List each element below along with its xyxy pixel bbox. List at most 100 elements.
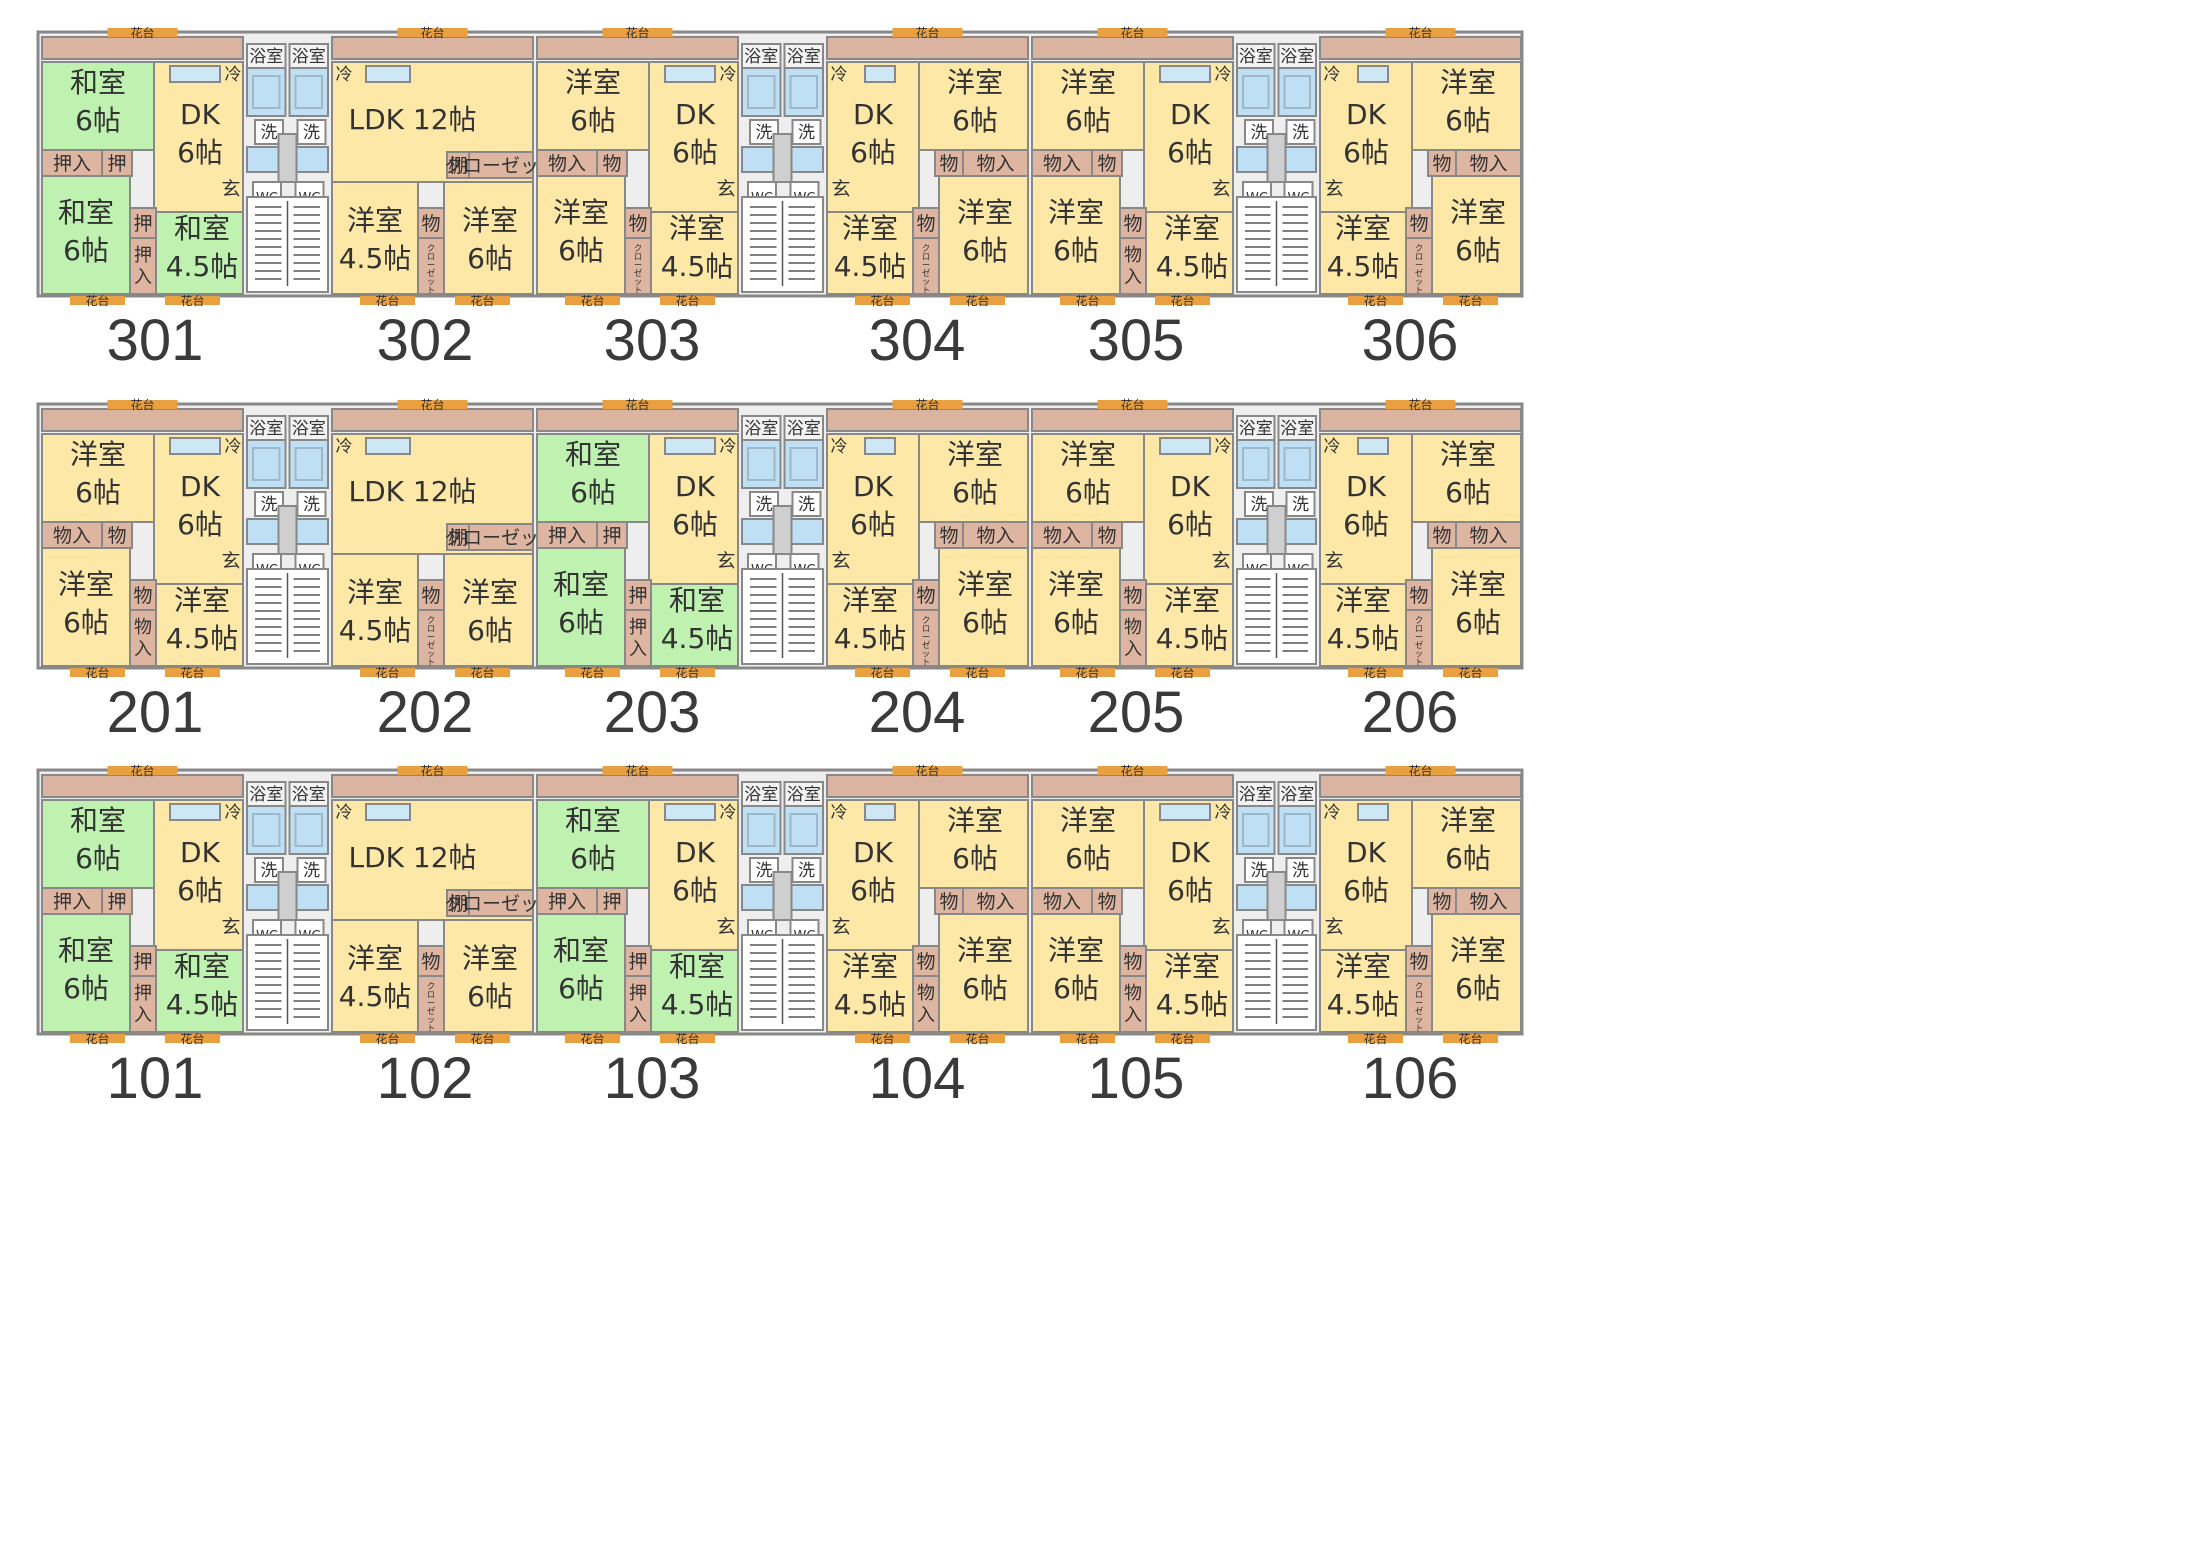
unit-206-room-1-size: 6帖 [1445, 476, 1491, 509]
unit-206-flower-top [1385, 400, 1456, 409]
unit-301-room-2-type: 和室 [58, 196, 114, 229]
unit-305[interactable]: 花台花台花台洋室6帖物入物DK6帖冷玄洋室6帖物物入洋室4.5帖 [1031, 25, 1234, 308]
unit-304-storage-2-label: 物入 [976, 153, 1014, 175]
core-2-right-wash-label: 洗 [798, 123, 815, 143]
unit-106[interactable]: 花台花台花台DK6帖冷玄洋室6帖物物入洋室4.5帖物クローゼット洋室6帖 [1319, 763, 1522, 1046]
unit-206-room-3-size: 6帖 [1455, 606, 1501, 639]
unit-106-flower-top-label: 花台 [1408, 763, 1432, 778]
unit-101-room-2-size: 6帖 [63, 972, 109, 1005]
unit-303-dk [648, 61, 739, 213]
unit-303-storage-4-label: クローゼット [634, 243, 642, 295]
unit-306[interactable]: 花台花台花台DK6帖冷玄洋室6帖物物入洋室4.5帖物クローゼット洋室6帖 [1319, 25, 1522, 308]
unit-103-storage-2-label: 押 [602, 891, 621, 913]
unit-106-storage-4 [1405, 975, 1433, 1033]
unit-204[interactable]: 花台花台花台DK6帖冷玄洋室6帖物物入洋室4.5帖物クローゼット洋室6帖 [826, 397, 1029, 680]
unit-105[interactable]: 花台花台花台洋室6帖物入物DK6帖冷玄洋室6帖物物入洋室4.5帖 [1031, 763, 1234, 1046]
unit-202-ldk-label: LDK 12帖 [348, 475, 476, 508]
unit-202-closet-top-label: クローゼット [444, 527, 558, 549]
unit-104-storage-1-label: 物 [939, 891, 958, 913]
unit-105-storage-1-label: 物入 [1043, 891, 1081, 913]
unit-105-flower-bl-label: 花台 [1075, 1031, 1099, 1046]
unit-303-flower-top [602, 28, 673, 37]
unit-103-room-1 [536, 799, 650, 889]
unit-201-storage-4 [129, 609, 157, 667]
unit-304[interactable]: 花台花台花台DK6帖冷玄洋室6帖物物入洋室4.5帖物クローゼット洋室6帖 [826, 25, 1029, 308]
unit-303[interactable]: 花台花台花台洋室6帖物入物DK6帖冷玄洋室6帖物クローゼット洋室4.5帖 [536, 25, 739, 308]
unit-305-storage-3-label: 物 [1123, 213, 1142, 235]
unit-102-balcony [331, 774, 534, 798]
unit-206-flower-top-label: 花台 [1408, 397, 1432, 412]
unit-204-flower-top [892, 400, 963, 409]
unit-206[interactable]: 花台花台花台DK6帖冷玄洋室6帖物物入洋室4.5帖物クローゼット洋室6帖 [1319, 397, 1522, 680]
unit-105-room-1 [1031, 799, 1145, 889]
stair-core-2: 浴室洗WC浴室洗WC [741, 43, 824, 293]
unit-103-room-1-size: 6帖 [570, 842, 616, 875]
unit-306-flower-br [1443, 296, 1498, 305]
unit-205-flower-bl-label: 花台 [1075, 665, 1099, 680]
unit-203-flower-bl-label: 花台 [580, 665, 604, 680]
unit-206-flower-bl-label: 花台 [1363, 665, 1387, 680]
unit-305-room-3-size: 4.5帖 [1156, 250, 1229, 283]
core-3-left-wash-label: 洗 [1251, 123, 1268, 143]
unit-305-room-1-size: 6帖 [1065, 104, 1111, 137]
unit-304-flower-br-label: 花台 [965, 293, 989, 308]
unit-105-fridge: 冷 [1215, 803, 1232, 823]
unit-101[interactable]: 花台花台花台和室6帖押入押DK6帖冷玄和室6帖押押入和室4.5帖 [41, 763, 244, 1046]
unit-305-dk [1143, 61, 1234, 213]
unit-104-balcony [826, 774, 1029, 798]
unit-203-room-2-type: 和室 [553, 568, 609, 601]
unit-305-storage-2-label: 物 [1097, 153, 1116, 175]
unit-101-flower-bl-label: 花台 [85, 1031, 109, 1046]
unit-101-flower-top [107, 766, 178, 775]
unit-104-room-1-type: 洋室 [947, 804, 1003, 837]
unit-102-flower-bl [360, 1034, 415, 1043]
unit-number-304: 304 [869, 308, 966, 373]
unit-202-storage-2 [417, 609, 445, 667]
unit-104[interactable]: 花台花台花台DK6帖冷玄洋室6帖物物入洋室4.5帖物物入洋室6帖 [826, 763, 1029, 1046]
unit-101-dk-size: 6帖 [177, 874, 223, 907]
unit-201-flower-bl [70, 668, 125, 677]
unit-305-room-3-type: 洋室 [1164, 212, 1220, 245]
unit-205[interactable]: 花台花台花台洋室6帖物入物DK6帖冷玄洋室6帖物物入洋室4.5帖 [1031, 397, 1234, 680]
unit-204-flower-br [950, 668, 1005, 677]
unit-106-flower-br-label: 花台 [1458, 1031, 1482, 1046]
unit-105-storage-2-label: 物 [1097, 891, 1116, 913]
core-2-right-bath-label: 浴室 [787, 785, 821, 805]
unit-104-sink [864, 803, 896, 821]
unit-204-room-1 [918, 433, 1029, 523]
unit-101-entrance: 玄 [221, 916, 240, 938]
unit-305-flower-br [1155, 296, 1210, 305]
core-1-stairs-treads [255, 939, 320, 1024]
unit-102-flower-br [455, 1034, 510, 1043]
unit-306-flower-top-label: 花台 [1408, 25, 1432, 40]
unit-203-sink [664, 437, 716, 455]
unit-105-room-1-size: 6帖 [1065, 842, 1111, 875]
unit-301-storage-1-label: 押入 [53, 153, 91, 175]
unit-103-room-3 [650, 949, 739, 1033]
unit-106-storage-2-label: 物入 [1469, 891, 1507, 913]
unit-301[interactable]: 花台花台花台和室6帖押入押DK6帖冷玄和室6帖押押入和室4.5帖 [41, 25, 244, 308]
unit-201[interactable]: 花台花台花台洋室6帖物入物DK6帖冷玄洋室6帖物物入洋室4.5帖 [41, 397, 244, 680]
unit-203[interactable]: 花台花台花台和室6帖押入押DK6帖冷玄和室6帖押押入和室4.5帖 [536, 397, 739, 680]
unit-103-room-3-type: 和室 [669, 950, 725, 983]
unit-201-flower-top-label: 花台 [130, 397, 154, 412]
unit-304-dk-type: DK [853, 98, 894, 131]
unit-301-storage-2 [101, 149, 133, 177]
unit-301-storage-4 [129, 237, 157, 295]
unit-202-sink [365, 437, 411, 455]
core-3-left-bath-label: 浴室 [1239, 785, 1273, 805]
unit-202-flower-br-label: 花台 [470, 665, 494, 680]
unit-303-room-2-size: 6帖 [558, 234, 604, 267]
unit-103[interactable]: 花台花台花台和室6帖押入押DK6帖冷玄和室6帖押押入和室4.5帖 [536, 763, 739, 1046]
unit-101-room-3-size: 4.5帖 [166, 988, 239, 1021]
unit-305-flower-top-label: 花台 [1120, 25, 1144, 40]
unit-101-room-1-size: 6帖 [75, 842, 121, 875]
unit-205-dk [1143, 433, 1234, 585]
unit-105-room-2 [1031, 913, 1121, 1033]
unit-301-fridge: 冷 [225, 65, 242, 85]
unit-303-sink [664, 65, 716, 83]
unit-305-entrance: 玄 [1211, 178, 1230, 200]
